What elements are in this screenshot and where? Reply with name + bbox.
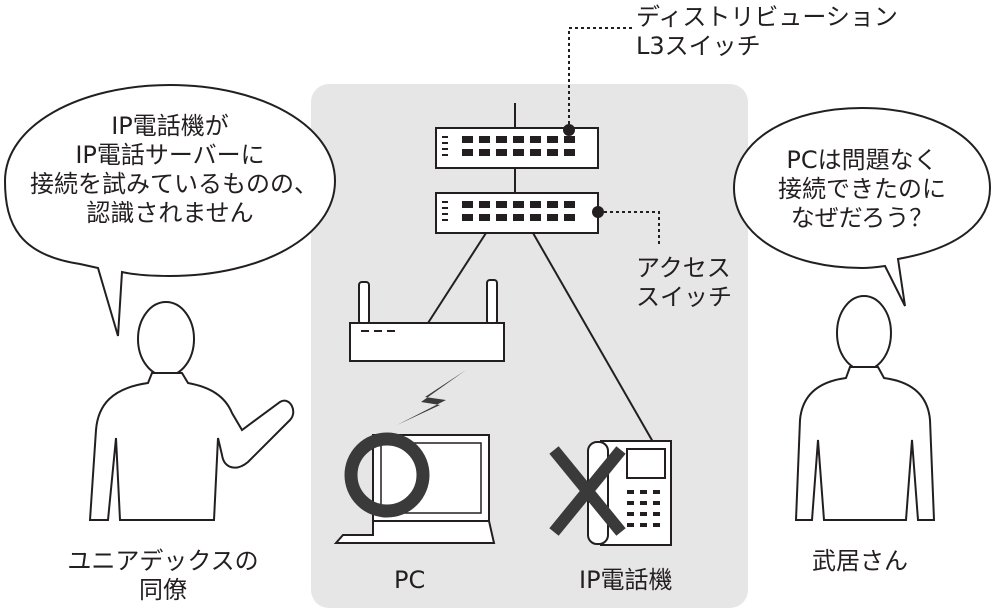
switch-port [547, 214, 558, 221]
switch-port [530, 214, 541, 221]
takei-speech-bubble [732, 106, 992, 307]
switch-port [462, 149, 473, 156]
colleague-speech-line-3: 接続を試みているものの、 [30, 170, 318, 198]
switch-port [479, 136, 490, 143]
distribution-switch-label: ディストリビューション L3スイッチ [636, 3, 898, 61]
switch-port [547, 136, 558, 143]
switch-port [462, 136, 473, 143]
switch-port [513, 149, 524, 156]
switch-port [496, 136, 507, 143]
phone-cable [532, 232, 654, 443]
colleague-speech-bubble [3, 83, 337, 337]
access-switch-label-line-2: スイッチ [636, 283, 732, 311]
switch-port [496, 214, 507, 221]
access-switch-leader [598, 211, 660, 245]
distribution-switch-label-line-1: ディストリビューション [636, 3, 898, 31]
switch-port [530, 149, 541, 156]
pc-ok-mark [344, 432, 430, 518]
wireless-ap-icon [349, 279, 505, 362]
ap-cable [427, 232, 487, 324]
colleague-speech-line-1: IP電話機が [111, 112, 229, 140]
colleague-name-line-1: ユニアデックスの [67, 547, 259, 575]
distribution-switch-label-line-2: L3スイッチ [636, 32, 761, 60]
takei-speech-text: PCは問題なく 接続できたのに なぜだろう？ [752, 146, 972, 233]
switch-port [547, 201, 558, 208]
ip-phone-icon [587, 440, 672, 546]
takei-speech-line-3: なぜだろう？ [790, 204, 934, 232]
switch-port [496, 201, 507, 208]
laptop-icon [333, 434, 496, 544]
switch-port [462, 201, 473, 208]
takei-speech-line-2: 接続できたのに [778, 175, 946, 203]
switch-port [564, 136, 575, 143]
switch-port [547, 149, 558, 156]
colleague-name-line-2: 同僚 [139, 576, 187, 604]
ip-phone-label: IP電話機 [579, 566, 673, 594]
phone-ng-mark [549, 446, 626, 536]
switch-port [564, 214, 575, 221]
switch-port [496, 149, 507, 156]
switch-port [479, 201, 490, 208]
takei-speech-line-1: PCは問題なく [786, 146, 938, 174]
switch-port [564, 149, 575, 156]
colleague-speech-text: IP電話機が IP電話サーバーに 接続を試みているものの、 認識されません [30, 112, 318, 228]
switch-port [513, 136, 524, 143]
pc-label: PC [394, 566, 426, 594]
switch-port [530, 136, 541, 143]
switch-port [479, 149, 490, 156]
colleague-speech-line-4: 認識されません [86, 199, 254, 227]
switch-port [564, 201, 575, 208]
access-switch-icon [435, 192, 599, 234]
distribution-switch-leader [568, 27, 632, 130]
switch-port [513, 201, 524, 208]
switch-port [479, 214, 490, 221]
colleague-speech-line-2: IP電話サーバーに [75, 141, 265, 169]
takei-name: 武居さん [812, 547, 908, 575]
switch-port [513, 214, 524, 221]
access-switch-label-line-1: アクセス [636, 254, 731, 282]
takei-figure [794, 295, 936, 521]
switch-port [462, 214, 473, 221]
distribution-switch-icon [435, 127, 599, 169]
colleague-figure [88, 301, 295, 521]
access-switch-label: アクセス スイッチ [636, 254, 732, 312]
switch-port [530, 201, 541, 208]
colleague-name: ユニアデックスの 同僚 [48, 547, 278, 605]
